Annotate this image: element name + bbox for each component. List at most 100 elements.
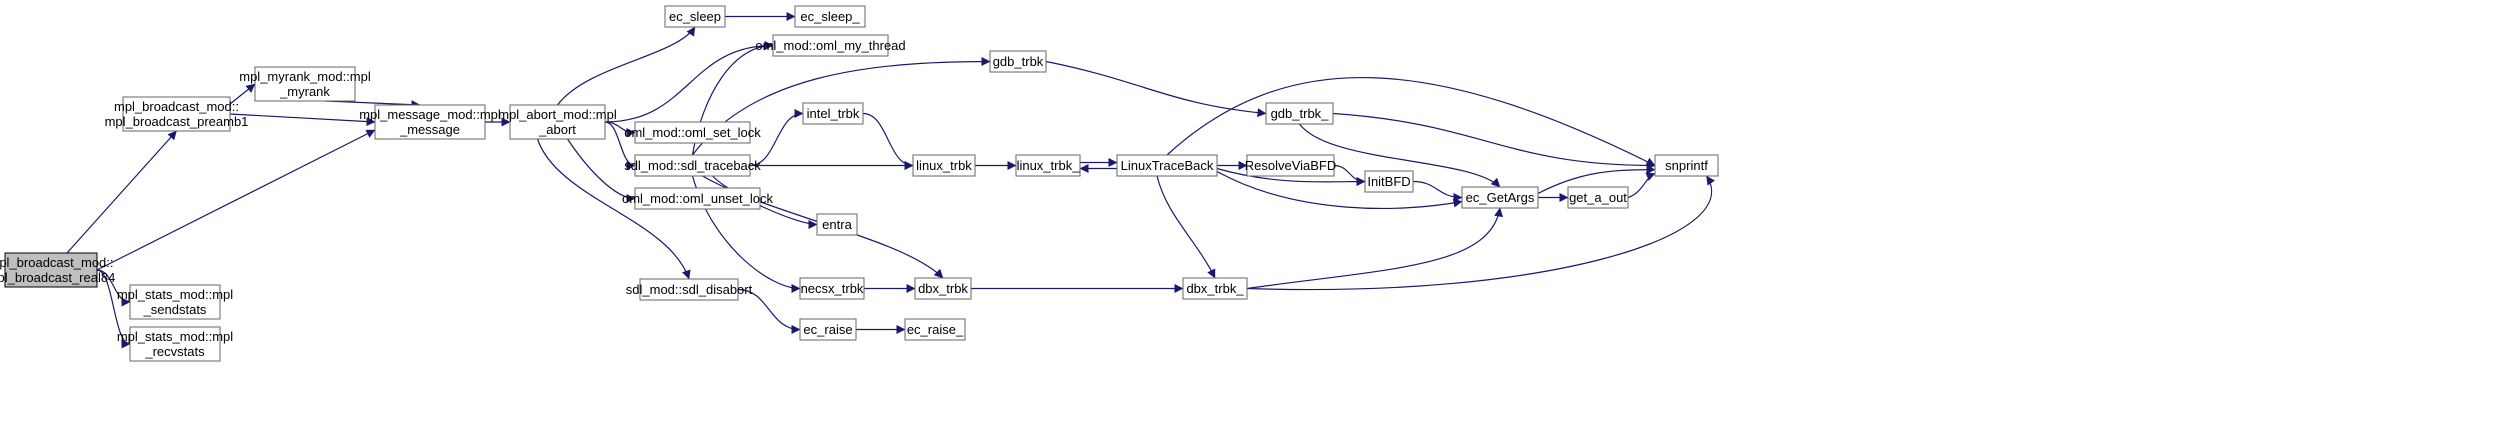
node-box — [254, 66, 356, 102]
node-box — [794, 5, 866, 28]
node-ec_GetArgs[interactable]: ec_GetArgs — [1461, 186, 1539, 209]
node-traceback[interactable]: sdl_mod::sdl_traceback — [624, 154, 761, 177]
edge-LinuxTraceBack-to-dbx_trbk_ — [1156, 175, 1216, 279]
edge-abort-to-ec_sleep — [557, 26, 696, 106]
node-gdb_trbk_[interactable]: gdb_trbk_ — [1265, 102, 1334, 125]
node-box — [799, 277, 865, 300]
node-box — [1246, 154, 1335, 177]
node-label: _message — [399, 122, 460, 137]
node-gdb_trbk[interactable]: gdb_trbk — [989, 50, 1047, 73]
node-sendstats[interactable]: mpl_stats_mod::mpl_sendstats — [117, 284, 233, 320]
node-snprintf[interactable]: snprintf — [1654, 154, 1719, 177]
node-intel_trbk[interactable]: intel_trbk — [802, 102, 864, 125]
node-label: intel_trbk — [807, 106, 860, 121]
node-disabort[interactable]: sdl_mod::sdl_disabort — [626, 278, 753, 301]
node-oml_set_lock[interactable]: oml_mod::oml_set_lock — [624, 121, 761, 144]
node-box — [4, 252, 98, 288]
node-box — [799, 318, 857, 341]
node-label: snprintf — [1665, 158, 1708, 173]
node-LinuxTraceBack[interactable]: LinuxTraceBack — [1116, 154, 1218, 177]
edge-ResolveViaBFD-to-InitBFD — [1333, 164, 1366, 186]
edges-layer — [66, 12, 1715, 349]
edge-abort-to-traceback — [604, 121, 636, 170]
node-label: mpl_broadcast_real84 — [0, 270, 115, 285]
node-label: mpl_abort_mod::mpl — [498, 107, 617, 122]
edge-root-to-preamb — [66, 130, 177, 254]
edge-root-to-message — [96, 129, 376, 271]
edge-root-to-sendstats — [96, 269, 131, 307]
edge-get_a_out-to-snprintf — [1627, 172, 1656, 199]
node-label: dbx_trbk — [918, 281, 968, 296]
node-recvstats[interactable]: mpl_stats_mod::mpl_recvstats — [117, 326, 233, 362]
edge-intel_trbk-to-linux_trbk — [862, 112, 914, 170]
edge-preamb-to-myrank — [229, 83, 256, 105]
edge-gdb_trbk-to-gdb_trbk_ — [1045, 60, 1267, 118]
node-box — [1182, 277, 1248, 300]
node-ec_sleep_[interactable]: ec_sleep_ — [794, 5, 866, 28]
node-label: mpl_stats_mod::mpl — [117, 329, 233, 344]
edge-LinuxTraceBack-to-snprintf — [1166, 77, 1656, 167]
node-root[interactable]: mpl_broadcast_mod::mpl_broadcast_real84 — [0, 252, 115, 288]
node-label: get_a_out — [1569, 190, 1627, 205]
node-box — [634, 121, 751, 144]
node-label: ec_raise_ — [907, 322, 964, 337]
node-box — [639, 278, 739, 301]
node-label: mpl_broadcast_mod:: — [114, 99, 239, 114]
edge-preamb-to-message — [229, 113, 376, 127]
node-label: ResolveViaBFD — [1245, 158, 1337, 173]
edge-dbx_trbk_-to-ec_GetArgs — [1246, 207, 1504, 290]
edge-abort-to-oml_my_thread — [604, 41, 774, 123]
node-ec_raise[interactable]: ec_raise — [799, 318, 857, 341]
node-abort[interactable]: mpl_abort_mod::mpl_abort — [498, 104, 617, 140]
node-necsx_trbk[interactable]: necsx_trbk — [799, 277, 865, 300]
node-ec_raise_[interactable]: ec_raise_ — [904, 318, 966, 341]
node-box — [129, 326, 221, 362]
node-label: ec_sleep — [669, 9, 721, 24]
node-label: gdb_trbk_ — [1271, 106, 1330, 121]
edge-traceback-to-intel_trbk — [749, 109, 804, 167]
node-preamb[interactable]: mpl_broadcast_mod::mpl_broadcast_preamb1 — [105, 96, 249, 132]
node-label: mpl_broadcast_preamb1 — [105, 114, 249, 129]
node-label: mpl_stats_mod::mpl — [117, 287, 233, 302]
node-label: oml_mod::oml_unset_lock — [622, 191, 774, 206]
edge-LinuxTraceBack-to-ec_GetArgs — [1216, 170, 1463, 210]
node-box — [509, 104, 606, 140]
node-box — [802, 102, 864, 125]
node-dbx_trbk_[interactable]: dbx_trbk_ — [1182, 277, 1248, 300]
node-box — [904, 318, 966, 341]
edge-abort-to-oml_unset_lock — [567, 138, 636, 203]
node-label: sdl_mod::sdl_traceback — [624, 158, 761, 173]
node-box — [374, 104, 486, 140]
node-label: linux_trbk_ — [1017, 158, 1081, 173]
node-label: linux_trbk — [916, 158, 972, 173]
node-label: _abort — [538, 122, 576, 137]
edge-gdb_trbk_-to-ec_GetArgs — [1299, 123, 1501, 188]
node-box — [1654, 154, 1719, 177]
node-label: sdl_mod::sdl_disabort — [626, 282, 753, 297]
node-ResolveViaBFD[interactable]: ResolveViaBFD — [1245, 154, 1337, 177]
node-label: oml_mod::oml_my_thread — [755, 38, 905, 53]
node-myrank[interactable]: mpl_myrank_mod::mpl_myrank — [239, 66, 371, 102]
node-box — [634, 154, 751, 177]
edge-dbx_trbk_-to-snprintf — [1246, 175, 1715, 291]
edge-root-to-recvstats — [96, 269, 131, 349]
node-label: necsx_trbk — [801, 281, 864, 296]
edge-ec_GetArgs-to-snprintf — [1537, 165, 1656, 195]
node-entra[interactable]: entra — [816, 213, 858, 236]
node-box — [129, 284, 221, 320]
node-box — [912, 154, 976, 177]
edge-disabort-to-ec_raise — [737, 288, 801, 334]
node-get_a_out[interactable]: get_a_out — [1567, 186, 1629, 209]
node-dbx_trbk[interactable]: dbx_trbk — [914, 277, 972, 300]
node-label: ec_sleep_ — [800, 9, 860, 24]
node-oml_unset_lock[interactable]: oml_mod::oml_unset_lock — [622, 187, 774, 210]
node-ec_sleep[interactable]: ec_sleep — [664, 5, 726, 28]
node-message[interactable]: mpl_message_mod::mpl_message — [359, 104, 501, 140]
node-box — [1015, 154, 1081, 177]
node-oml_my_thread[interactable]: oml_mod::oml_my_thread — [755, 34, 906, 57]
edge-LinuxTraceBack-to-InitBFD — [1216, 167, 1366, 187]
node-linux_trbk[interactable]: linux_trbk — [912, 154, 976, 177]
node-InitBFD[interactable]: InitBFD — [1364, 170, 1414, 193]
node-linux_trbk_[interactable]: linux_trbk_ — [1015, 154, 1081, 177]
node-label: ec_GetArgs — [1466, 190, 1535, 205]
